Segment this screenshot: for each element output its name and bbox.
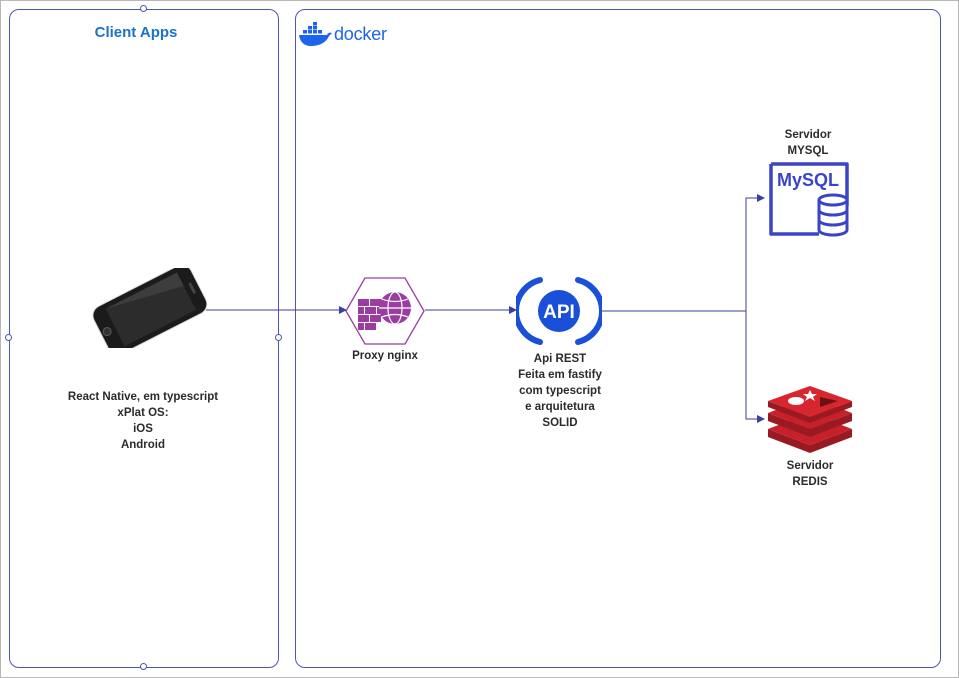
smartphone-icon[interactable] [86, 268, 212, 348]
docker-container[interactable] [295, 9, 941, 668]
redis-label: Servidor REDIS [786, 460, 834, 488]
mysql-label: Servidor MYSQL [784, 129, 832, 157]
client-device-label: React Native, em typescript xPlat OS: iO… [67, 391, 219, 451]
api-icon[interactable]: API [516, 276, 602, 346]
resize-handle-top[interactable] [140, 5, 147, 12]
connector-api-to-redis [745, 311, 765, 423]
resize-handle-bottom[interactable] [140, 663, 147, 670]
proxy-label: Proxy nginx [352, 350, 418, 362]
mysql-database-icon[interactable]: MySQL [767, 162, 855, 238]
api-label: Api REST Feita em fastify com typescript… [518, 353, 602, 429]
resize-handle-right[interactable] [275, 334, 282, 341]
api-icon-text: API [543, 302, 575, 323]
docker-logo-text: docker [334, 24, 387, 44]
connector-api-to-mysql [602, 194, 765, 312]
redis-icon[interactable] [766, 385, 854, 457]
nginx-firewall-icon[interactable] [345, 277, 425, 345]
mysql-icon-text: MySQL [777, 170, 839, 190]
docker-whale-icon [299, 22, 332, 46]
client-apps-title: Client Apps [94, 24, 178, 41]
resize-handle-left[interactable] [5, 334, 12, 341]
